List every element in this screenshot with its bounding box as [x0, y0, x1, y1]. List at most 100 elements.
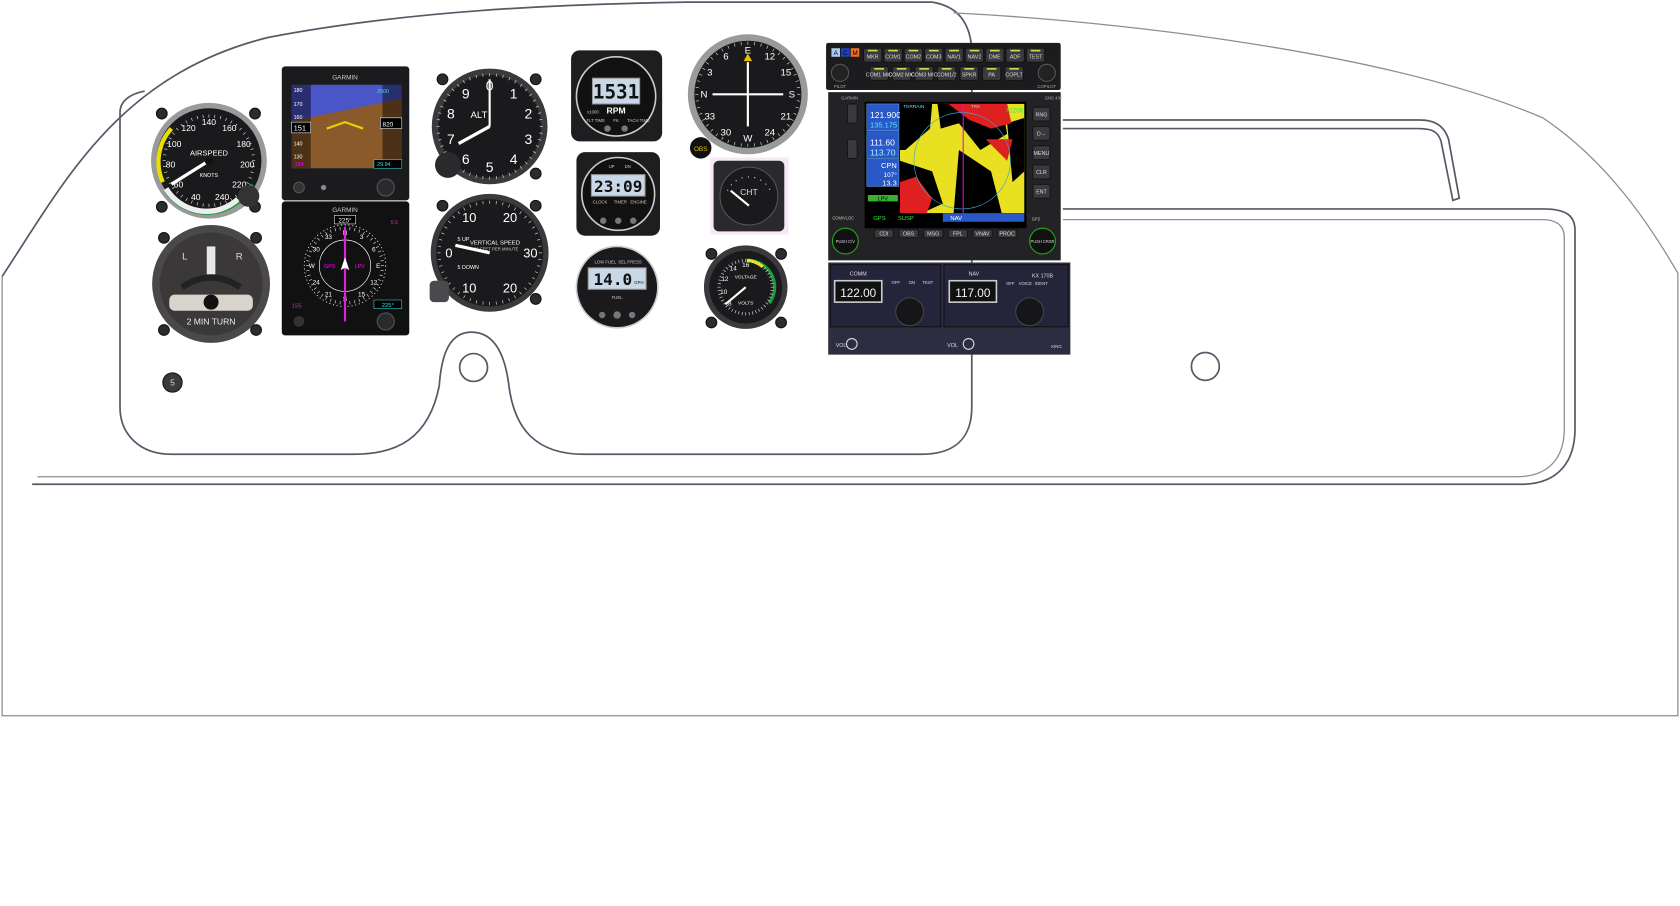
svg-text:DN: DN — [625, 164, 631, 169]
right-knob[interactable]: PUSH CRSR — [1029, 227, 1056, 255]
audio-button[interactable]: NAV2 — [964, 47, 984, 63]
airspeed-knob[interactable] — [237, 185, 260, 207]
nav-tuning-knob[interactable] — [1015, 297, 1045, 327]
audio-button-label: NAV2 — [968, 54, 982, 60]
g5-pfd-button[interactable] — [320, 184, 327, 191]
dial-label: N — [700, 90, 707, 101]
dial-tick — [502, 202, 504, 206]
g5-hsi-brand: GARMIN — [332, 207, 358, 214]
dial-tick — [529, 156, 533, 160]
g5-pfd-power-button[interactable] — [293, 181, 305, 194]
airspeed-label: AIRSPEED — [190, 148, 229, 157]
right-key[interactable]: D→ — [1032, 126, 1051, 141]
rpm-unit: RPM — [607, 106, 626, 116]
copilot-volume-knob[interactable] — [1037, 63, 1056, 82]
soft-key-msg[interactable]: MSG — [923, 228, 944, 239]
audio-button[interactable]: ADF — [1005, 47, 1025, 63]
pilot-volume-knob[interactable] — [830, 63, 850, 82]
clock-stop-button[interactable] — [615, 217, 622, 224]
audio-button-label: ADF — [1010, 54, 1021, 60]
dial-tick — [699, 112, 703, 115]
clock-start-stop-button[interactable] — [600, 217, 607, 224]
dial-label: 220 — [232, 179, 247, 189]
dial-tick — [230, 197, 233, 201]
soft-key-proc[interactable]: PROC — [997, 228, 1018, 239]
dial-tick — [441, 232, 445, 235]
dial-tick — [519, 211, 522, 215]
right-key[interactable]: MENU — [1032, 145, 1051, 161]
dial-tick — [469, 298, 472, 302]
audio-button[interactable]: TEST — [1026, 47, 1046, 63]
audio-button[interactable]: PA — [982, 66, 1002, 81]
obs-knob[interactable]: OBS — [690, 137, 712, 159]
dial-tick — [353, 227, 356, 232]
dial-tick — [766, 45, 769, 49]
soft-key-fpl[interactable]: FPL — [947, 228, 968, 239]
dial-tick — [379, 274, 383, 277]
dial-label: 40 — [191, 192, 201, 202]
dial-tick — [769, 279, 774, 281]
vloc-flip-button[interactable] — [847, 138, 858, 160]
dial-tick — [755, 310, 757, 314]
right-key[interactable]: RNG — [1032, 106, 1051, 122]
right-key[interactable]: ENT — [1032, 183, 1051, 199]
audio-button-label: TEST — [1029, 54, 1043, 60]
g5-pfd-knob[interactable] — [376, 178, 395, 197]
audio-button[interactable]: COM3 MIC — [911, 66, 938, 81]
audio-button[interactable]: SPKR — [959, 66, 979, 81]
kx170b-radio: COMM 122.00 NAV 117.00 KX 170B OFF ON TE… — [828, 262, 1071, 355]
audio-button[interactable]: COM2 MIC — [888, 66, 915, 81]
dial-tick — [728, 306, 731, 310]
dial-tick — [166, 142, 170, 145]
dial-tick — [248, 142, 252, 145]
fuel-button-right[interactable] — [628, 311, 636, 319]
clock-select-button[interactable] — [630, 217, 637, 224]
dial-tick — [317, 290, 320, 294]
audio-button[interactable]: COM3 — [924, 47, 944, 63]
soft-key-obs[interactable]: OBS — [898, 228, 919, 239]
svg-text:OFF: OFF — [1006, 281, 1015, 286]
dial-tick — [375, 245, 379, 249]
audio-button[interactable]: COM1 MIC — [866, 66, 893, 81]
right-key[interactable]: CLR — [1032, 164, 1051, 180]
approach-mode: LPV — [355, 264, 366, 270]
nav-volume-knob[interactable] — [962, 338, 975, 350]
dial-tick — [502, 74, 504, 79]
audio-button-label: DME — [989, 54, 1001, 60]
audio-button[interactable]: COPLT — [1004, 66, 1024, 81]
tach-left-button[interactable] — [604, 125, 611, 132]
svg-text:KING: KING — [1051, 344, 1061, 349]
obs-label: OBS — [694, 146, 708, 153]
audio-button[interactable]: DME — [985, 47, 1005, 63]
speed-tape: 180 170 160 140 130 — [294, 88, 303, 160]
audio-button[interactable]: COM1 — [883, 47, 903, 63]
left-knob[interactable]: PUSH C/V — [831, 227, 859, 255]
dial-tick — [248, 176, 252, 179]
fuel-button-center[interactable] — [613, 311, 621, 319]
fuel-button-left[interactable] — [598, 311, 606, 319]
g5-hsi-knob[interactable] — [376, 312, 395, 331]
audio-button[interactable]: MKR — [863, 47, 883, 63]
altimeter-knob[interactable] — [435, 152, 461, 178]
com-flip-button[interactable] — [847, 103, 858, 124]
comm-volume-knob[interactable] — [845, 338, 858, 350]
panel-knob[interactable]: 5 — [162, 372, 183, 393]
dial-tick — [444, 277, 448, 280]
soft-key-cdi[interactable]: CDI — [873, 228, 894, 239]
dial-tick — [715, 52, 719, 56]
soft-key-vnav[interactable]: VNAV — [972, 228, 993, 239]
dial-tick — [190, 117, 193, 122]
dial-label: 3 — [707, 68, 712, 79]
dial-tick — [234, 123, 238, 127]
audio-button[interactable]: COM2 — [903, 47, 923, 63]
dial-tick — [311, 283, 315, 286]
tach-right-button[interactable] — [621, 125, 628, 132]
dial-tick — [715, 133, 719, 137]
svg-text:PILOT: PILOT — [834, 84, 847, 89]
audio-button[interactable]: NAV1 — [944, 47, 964, 63]
svg-text:ENGINE: ENGINE — [630, 200, 647, 205]
g5-hsi-power-button[interactable] — [293, 316, 305, 327]
audio-button[interactable]: COM1/2 — [937, 66, 957, 81]
comm-tuning-knob[interactable] — [895, 297, 925, 327]
